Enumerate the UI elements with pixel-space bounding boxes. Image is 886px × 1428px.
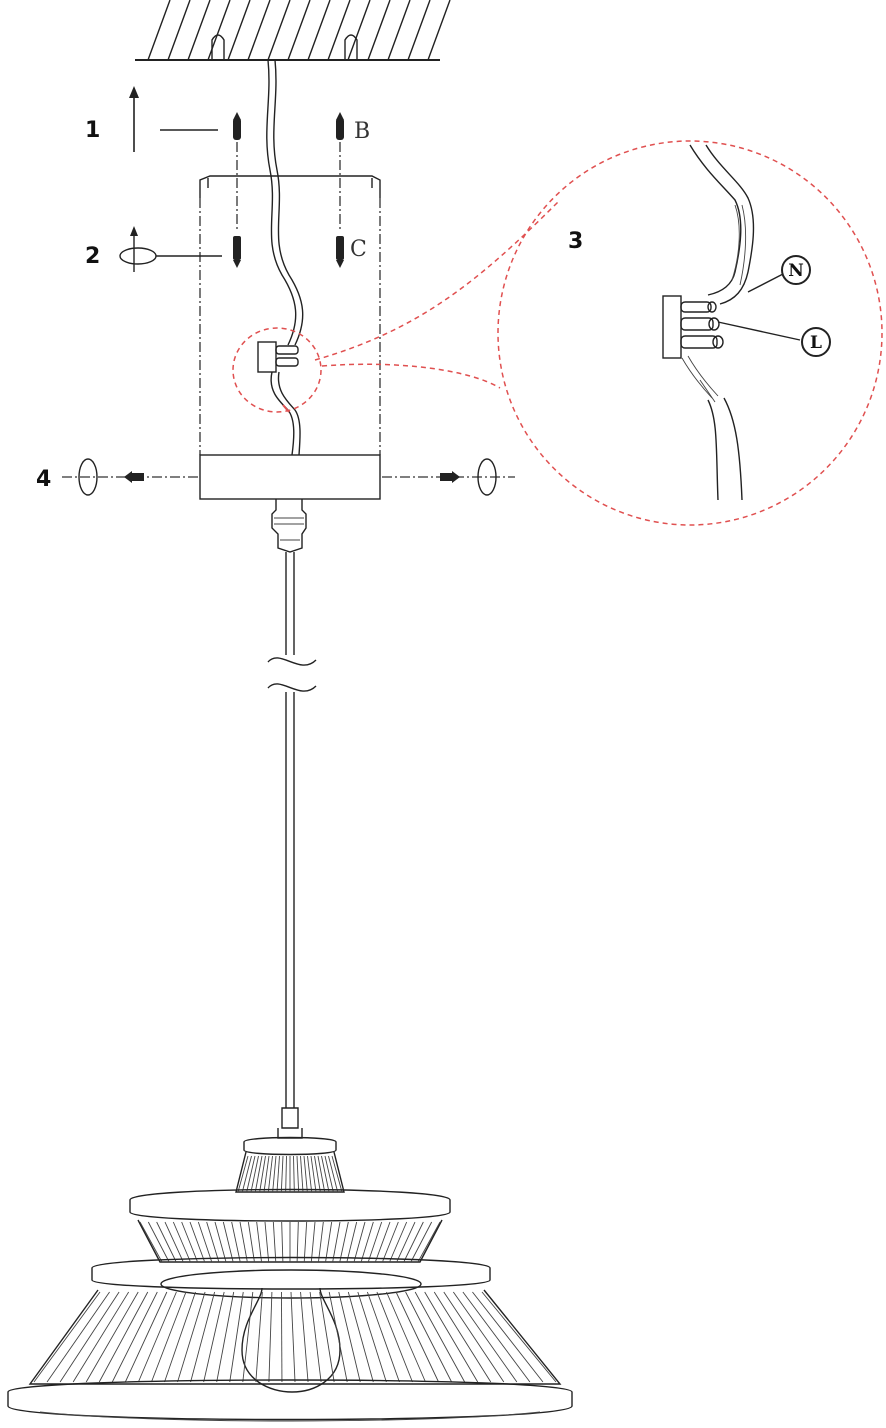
wall-plug-left — [233, 112, 241, 232]
mounting-bracket — [199, 175, 381, 455]
step-3-label: 3 — [568, 229, 583, 254]
terminal-l-label: L — [810, 333, 822, 353]
detail-circle-large — [497, 140, 883, 526]
terminal-block-small — [257, 341, 301, 456]
wall-plug-right — [336, 112, 344, 232]
terminal-l-marker: L — [801, 327, 831, 357]
suspension-cord — [267, 552, 317, 1139]
terminal-n-marker: N — [781, 255, 811, 285]
step-2-rotate-icon — [119, 226, 222, 272]
power-cable — [266, 59, 304, 346]
terminal-n-label: N — [788, 261, 804, 281]
canopy-base — [62, 454, 515, 500]
screw-right — [336, 236, 344, 268]
step-2-label: 2 — [85, 244, 100, 269]
cable-grip — [271, 499, 307, 553]
screw-left — [233, 236, 241, 268]
part-b-label: B — [354, 119, 370, 144]
wiring-detail — [662, 144, 801, 501]
detail-circle-small — [232, 327, 322, 413]
detail-connector-bottom — [321, 363, 501, 389]
step-4-label: 4 — [36, 467, 51, 492]
ceiling — [135, 0, 451, 61]
step-1-label: 1 — [85, 118, 100, 143]
detail-connector-top — [314, 199, 561, 361]
lamp-shade — [7, 1136, 573, 1422]
part-c-label: C — [350, 237, 367, 262]
step-1-arrow — [129, 86, 218, 152]
